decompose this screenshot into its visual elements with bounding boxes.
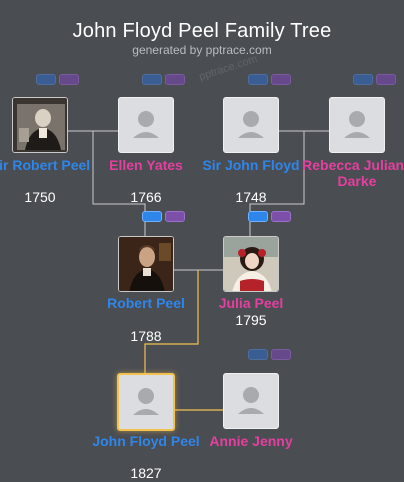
portrait-photo [119,237,173,291]
person-birth-year: 1748 [235,189,267,205]
expand-parents-icon[interactable] [353,74,373,85]
person-name[interactable]: Julia Peel [218,295,284,311]
portrait-photo [13,98,67,152]
expand-parents-icon[interactable] [142,74,162,85]
expand-parents-icon[interactable] [142,211,162,222]
page-subtitle: generated by pptrace.com [132,43,272,57]
person-controls [248,349,291,361]
expand-children-icon[interactable] [271,349,291,360]
person-controls [248,211,291,223]
person-name[interactable]: Ellen Yates [109,157,183,173]
portrait-photo [224,237,278,291]
person-card-julia-peel[interactable] [223,236,279,292]
expand-children-icon[interactable] [376,74,396,85]
expand-children-icon[interactable] [165,211,185,222]
person-placeholder-icon [344,111,370,138]
expand-parents-icon[interactable] [248,74,268,85]
person-name[interactable]: Rebecca Juliana Darke [302,157,404,189]
person-card-ellen-yates[interactable] [118,97,174,153]
person-name[interactable]: John Floyd Peel [92,433,200,449]
person-controls [142,211,185,223]
person-card-sir-robert-peel[interactable] [12,97,68,153]
person-name[interactable]: Sir John Floyd [202,157,300,173]
person-card-sir-john-floyd[interactable] [223,97,279,153]
person-controls [142,74,185,86]
person-birth-year: 1795 [235,312,267,328]
expand-children-icon[interactable] [271,211,291,222]
person-placeholder-icon [133,111,159,138]
person-placeholder-icon [238,111,264,138]
person-birth-year: 1788 [130,328,162,344]
person-card-john-floyd-peel[interactable] [117,373,175,431]
expand-children-icon[interactable] [59,74,79,85]
highlighted-descent-line [144,270,199,373]
expand-parents-icon[interactable] [248,349,268,360]
person-controls [248,74,291,86]
person-card-annie-jenny[interactable] [223,373,279,429]
person-placeholder-icon [133,388,159,415]
expand-children-icon[interactable] [271,74,291,85]
person-birth-year: 1750 [24,189,56,205]
person-placeholder-icon [238,387,264,414]
page-title: John Floyd Peel Family Tree [72,20,332,42]
person-controls [353,74,396,86]
person-name[interactable]: Annie Jenny [209,433,293,449]
person-controls [36,74,79,86]
person-card-robert-peel[interactable] [118,236,174,292]
person-name[interactable]: Robert Peel [107,295,185,311]
person-card-rebecca-juliana-darke[interactable] [329,97,385,153]
expand-parents-icon[interactable] [248,211,268,222]
expand-children-icon[interactable] [165,74,185,85]
person-birth-year: 1827 [130,465,162,481]
person-name[interactable]: Sir Robert Peel [0,157,91,173]
person-birth-year: 1766 [130,189,162,205]
expand-parents-icon[interactable] [36,74,56,85]
